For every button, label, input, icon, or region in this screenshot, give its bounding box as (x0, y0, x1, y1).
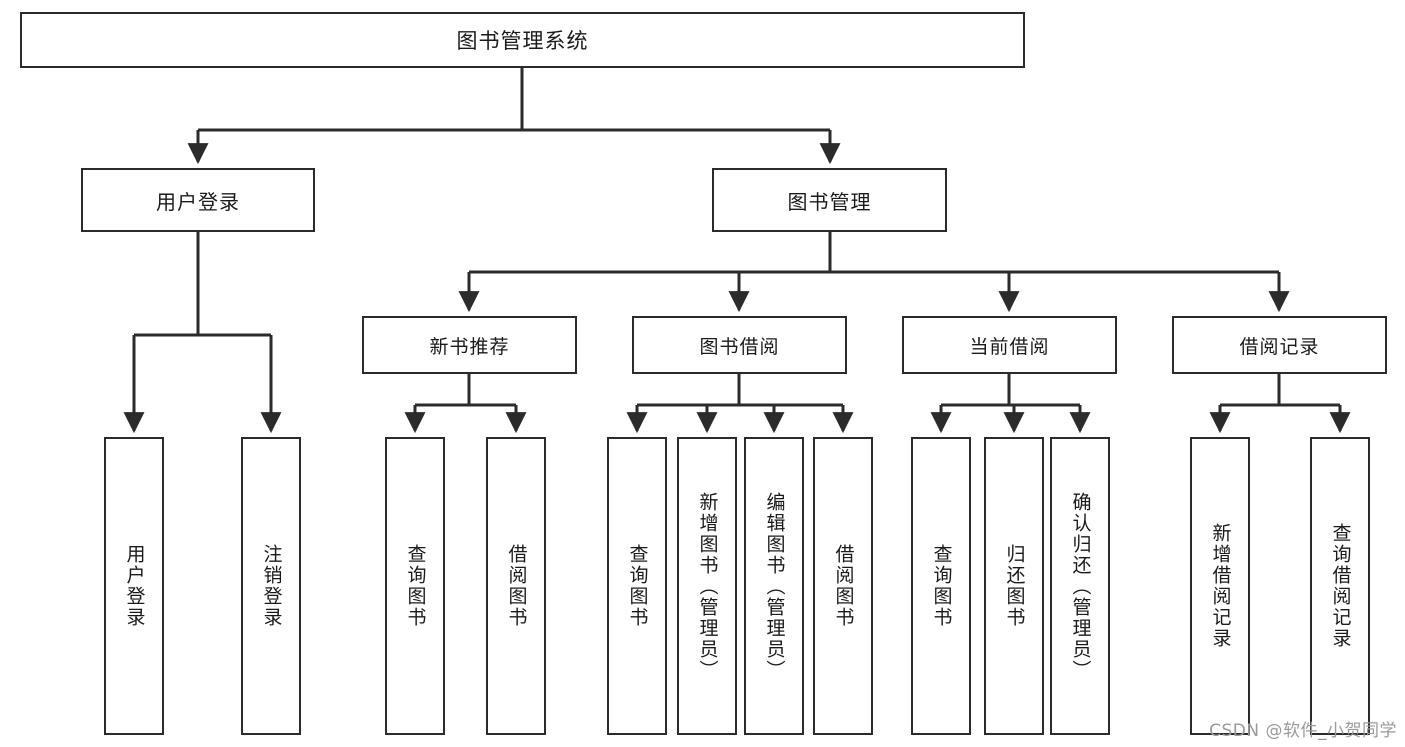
node-level3-book-borrow-label: 图书借阅 (699, 335, 780, 358)
node-root-label: 图书管理系统 (456, 29, 589, 53)
node-leaf-borrow-book-recommend[interactable]: 借阅图书 (486, 437, 546, 735)
node-level3-new-book-recommend[interactable]: 新书推荐 (362, 316, 577, 374)
node-level3-borrow-record-label: 借阅记录 (1239, 335, 1320, 358)
node-leaf-user-login-label: 用户登录 (123, 544, 146, 628)
node-leaf-logout-login[interactable]: 注销登录 (241, 437, 301, 735)
node-leaf-borrow-book-label: 借阅图书 (832, 544, 855, 628)
node-level3-book-borrow[interactable]: 图书借阅 (632, 316, 847, 374)
node-level2-user-login[interactable]: 用户登录 (81, 168, 315, 232)
node-root[interactable]: 图书管理系统 (20, 12, 1025, 68)
node-leaf-borrow-book-recommend-label: 借阅图书 (505, 544, 528, 628)
node-leaf-return-book-label: 归还图书 (1003, 544, 1026, 628)
node-leaf-query-book-recommend-label: 查询图书 (404, 544, 427, 628)
node-leaf-user-login[interactable]: 用户登录 (104, 437, 164, 735)
node-leaf-confirm-return-admin-label: 确认归还（管理员） (1069, 491, 1092, 681)
node-leaf-edit-book-admin-label: 编辑图书（管理员） (763, 491, 786, 681)
node-leaf-query-book-current[interactable]: 查询图书 (911, 437, 971, 735)
node-leaf-query-book-borrow[interactable]: 查询图书 (607, 437, 667, 735)
node-level2-book-management[interactable]: 图书管理 (712, 168, 947, 232)
node-leaf-add-borrow-record[interactable]: 新增借阅记录 (1190, 437, 1250, 735)
node-leaf-add-borrow-record-label: 新增借阅记录 (1209, 523, 1232, 649)
csdn-watermark: CSDN @软件_小贺同学 (1209, 721, 1397, 741)
node-level3-new-book-recommend-label: 新书推荐 (429, 335, 510, 358)
node-level3-borrow-record[interactable]: 借阅记录 (1172, 316, 1387, 374)
node-leaf-borrow-book[interactable]: 借阅图书 (813, 437, 873, 735)
node-leaf-edit-book-admin[interactable]: 编辑图书（管理员） (744, 437, 804, 735)
node-leaf-add-book-admin[interactable]: 新增图书（管理员） (677, 437, 737, 735)
node-leaf-confirm-return-admin[interactable]: 确认归还（管理员） (1050, 437, 1110, 735)
node-leaf-logout-login-label: 注销登录 (260, 544, 283, 628)
node-level3-current-borrow[interactable]: 当前借阅 (902, 316, 1117, 374)
node-leaf-query-book-recommend[interactable]: 查询图书 (385, 437, 445, 735)
node-level3-current-borrow-label: 当前借阅 (969, 335, 1050, 358)
node-leaf-return-book[interactable]: 归还图书 (984, 437, 1044, 735)
node-leaf-query-book-current-label: 查询图书 (930, 544, 953, 628)
node-leaf-query-borrow-record-label: 查询借阅记录 (1329, 523, 1352, 649)
node-leaf-query-book-borrow-label: 查询图书 (626, 544, 649, 628)
node-leaf-add-book-admin-label: 新增图书（管理员） (696, 491, 719, 681)
node-level2-book-management-label: 图书管理 (787, 189, 872, 214)
node-leaf-query-borrow-record[interactable]: 查询借阅记录 (1310, 437, 1370, 735)
node-level2-user-login-label: 用户登录 (156, 189, 240, 214)
